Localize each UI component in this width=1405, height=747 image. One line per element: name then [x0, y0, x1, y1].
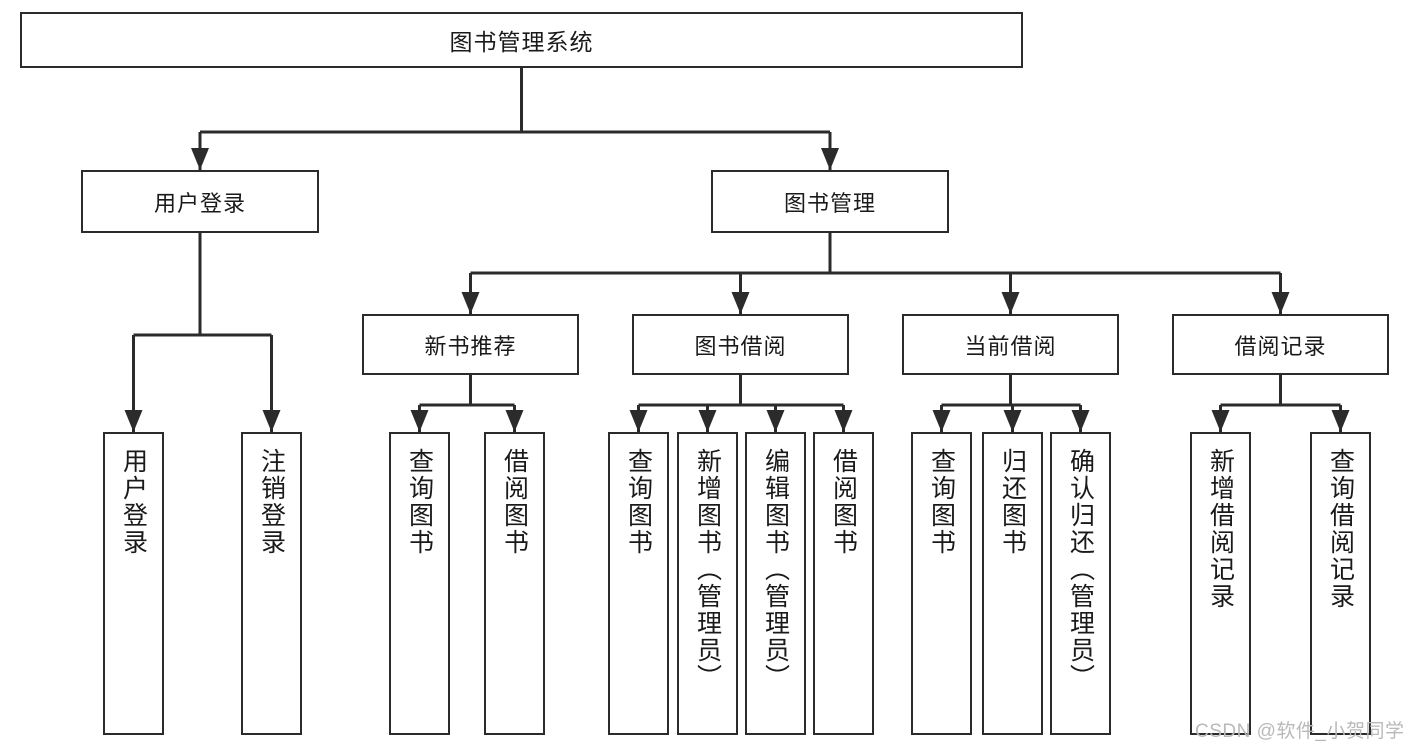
- node-label: 归还图书: [998, 448, 1027, 556]
- node-label: 用户登录: [153, 190, 246, 216]
- node-label: 查询图书: [624, 448, 653, 556]
- node-book-borrow[interactable]: 图书借阅: [632, 314, 849, 375]
- arrow-head-icon: [834, 410, 853, 432]
- arrow-head-icon: [505, 410, 524, 432]
- arrow-head-icon: [1331, 410, 1350, 432]
- arrow-head-icon: [262, 410, 281, 432]
- node-leaf-user-login[interactable]: 用户登录: [103, 432, 164, 735]
- arrow-head-icon: [932, 410, 951, 432]
- node-book-manage[interactable]: 图书管理: [711, 170, 949, 233]
- node-leaf-return-book[interactable]: 归还图书: [982, 432, 1043, 735]
- node-user-login[interactable]: 用户登录: [81, 170, 319, 233]
- arrow-head-icon: [698, 410, 717, 432]
- node-current-borrow[interactable]: 当前借阅: [902, 314, 1119, 375]
- node-label: 编辑图书（管理员）: [761, 448, 790, 691]
- node-label: 查询借阅记录: [1326, 448, 1355, 610]
- node-leaf-confirm-return[interactable]: 确认归还（管理员）: [1050, 432, 1111, 735]
- arrow-head-icon: [629, 410, 648, 432]
- node-label: 查询图书: [927, 448, 956, 556]
- arrow-head-icon: [1003, 410, 1022, 432]
- node-leaf-add-record[interactable]: 新增借阅记录: [1190, 432, 1251, 735]
- node-leaf-query-book-3[interactable]: 查询图书: [911, 432, 972, 735]
- node-borrow-record[interactable]: 借阅记录: [1172, 314, 1389, 375]
- arrow-head-icon: [410, 410, 429, 432]
- node-label: 新增借阅记录: [1206, 448, 1235, 610]
- node-leaf-borrow-book-2[interactable]: 借阅图书: [813, 432, 874, 735]
- watermark-text: CSDN @软件_小贺同学: [1195, 721, 1405, 742]
- node-label: 图书管理系统: [449, 29, 594, 55]
- arrow-head-icon: [821, 148, 839, 170]
- node-label: 用户登录: [119, 448, 148, 556]
- node-label: 新书推荐: [424, 333, 517, 359]
- arrow-head-icon: [731, 292, 750, 314]
- node-leaf-query-book-1[interactable]: 查询图书: [389, 432, 450, 735]
- node-new-book-rec[interactable]: 新书推荐: [362, 314, 579, 375]
- arrow-head-icon: [1071, 410, 1090, 432]
- arrow-head-icon: [1271, 292, 1290, 314]
- node-label: 注销登录: [257, 448, 286, 556]
- arrow-head-icon: [124, 410, 143, 432]
- arrow-head-icon: [1211, 410, 1230, 432]
- node-leaf-borrow-book-1[interactable]: 借阅图书: [484, 432, 545, 735]
- arrow-head-icon: [461, 292, 480, 314]
- arrow-head-icon: [1001, 292, 1020, 314]
- node-label: 确认归还（管理员）: [1066, 448, 1095, 691]
- node-label: 当前借阅: [964, 333, 1057, 359]
- node-leaf-logout[interactable]: 注销登录: [241, 432, 302, 735]
- node-label: 借阅图书: [829, 448, 858, 556]
- node-leaf-query-record[interactable]: 查询借阅记录: [1310, 432, 1371, 735]
- arrow-head-icon: [191, 148, 209, 170]
- node-label: 图书借阅: [694, 333, 787, 359]
- node-label: 查询图书: [405, 448, 434, 556]
- node-leaf-add-book[interactable]: 新增图书（管理员）: [677, 432, 738, 735]
- arrow-head-icon: [766, 410, 785, 432]
- node-leaf-query-book-2[interactable]: 查询图书: [608, 432, 669, 735]
- node-label: 新增图书（管理员）: [693, 448, 722, 691]
- node-root[interactable]: 图书管理系统: [20, 12, 1023, 68]
- node-label: 借阅图书: [500, 448, 529, 556]
- node-leaf-edit-book[interactable]: 编辑图书（管理员）: [745, 432, 806, 735]
- node-label: 借阅记录: [1234, 333, 1327, 359]
- node-label: 图书管理: [783, 190, 876, 216]
